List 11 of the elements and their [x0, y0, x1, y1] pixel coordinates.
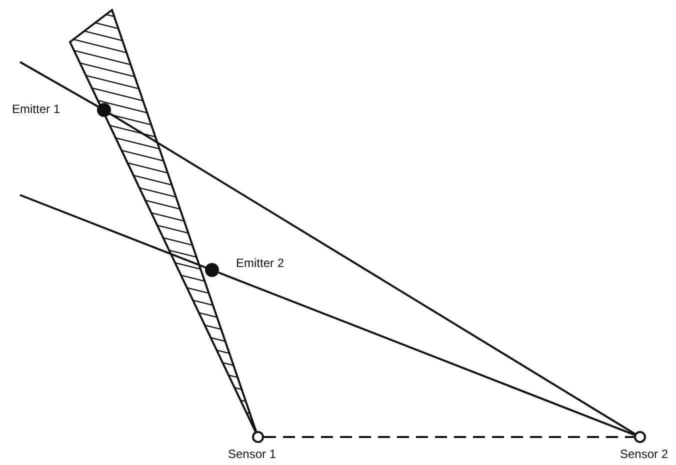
dashed-baseline — [264, 436, 634, 438]
sensor-label: Sensor 1 — [228, 447, 276, 461]
emitter-dot — [97, 103, 111, 117]
emitter-dot — [205, 263, 219, 277]
sensor-circle — [252, 431, 264, 443]
bearing-line — [218, 272, 635, 436]
emitter-label: Emitter 2 — [236, 256, 284, 270]
emitter-label: Emitter 1 — [12, 102, 60, 116]
sensor-circle — [634, 431, 646, 443]
sensor-label: Sensor 2 — [620, 447, 668, 461]
bearing-line — [109, 112, 636, 435]
